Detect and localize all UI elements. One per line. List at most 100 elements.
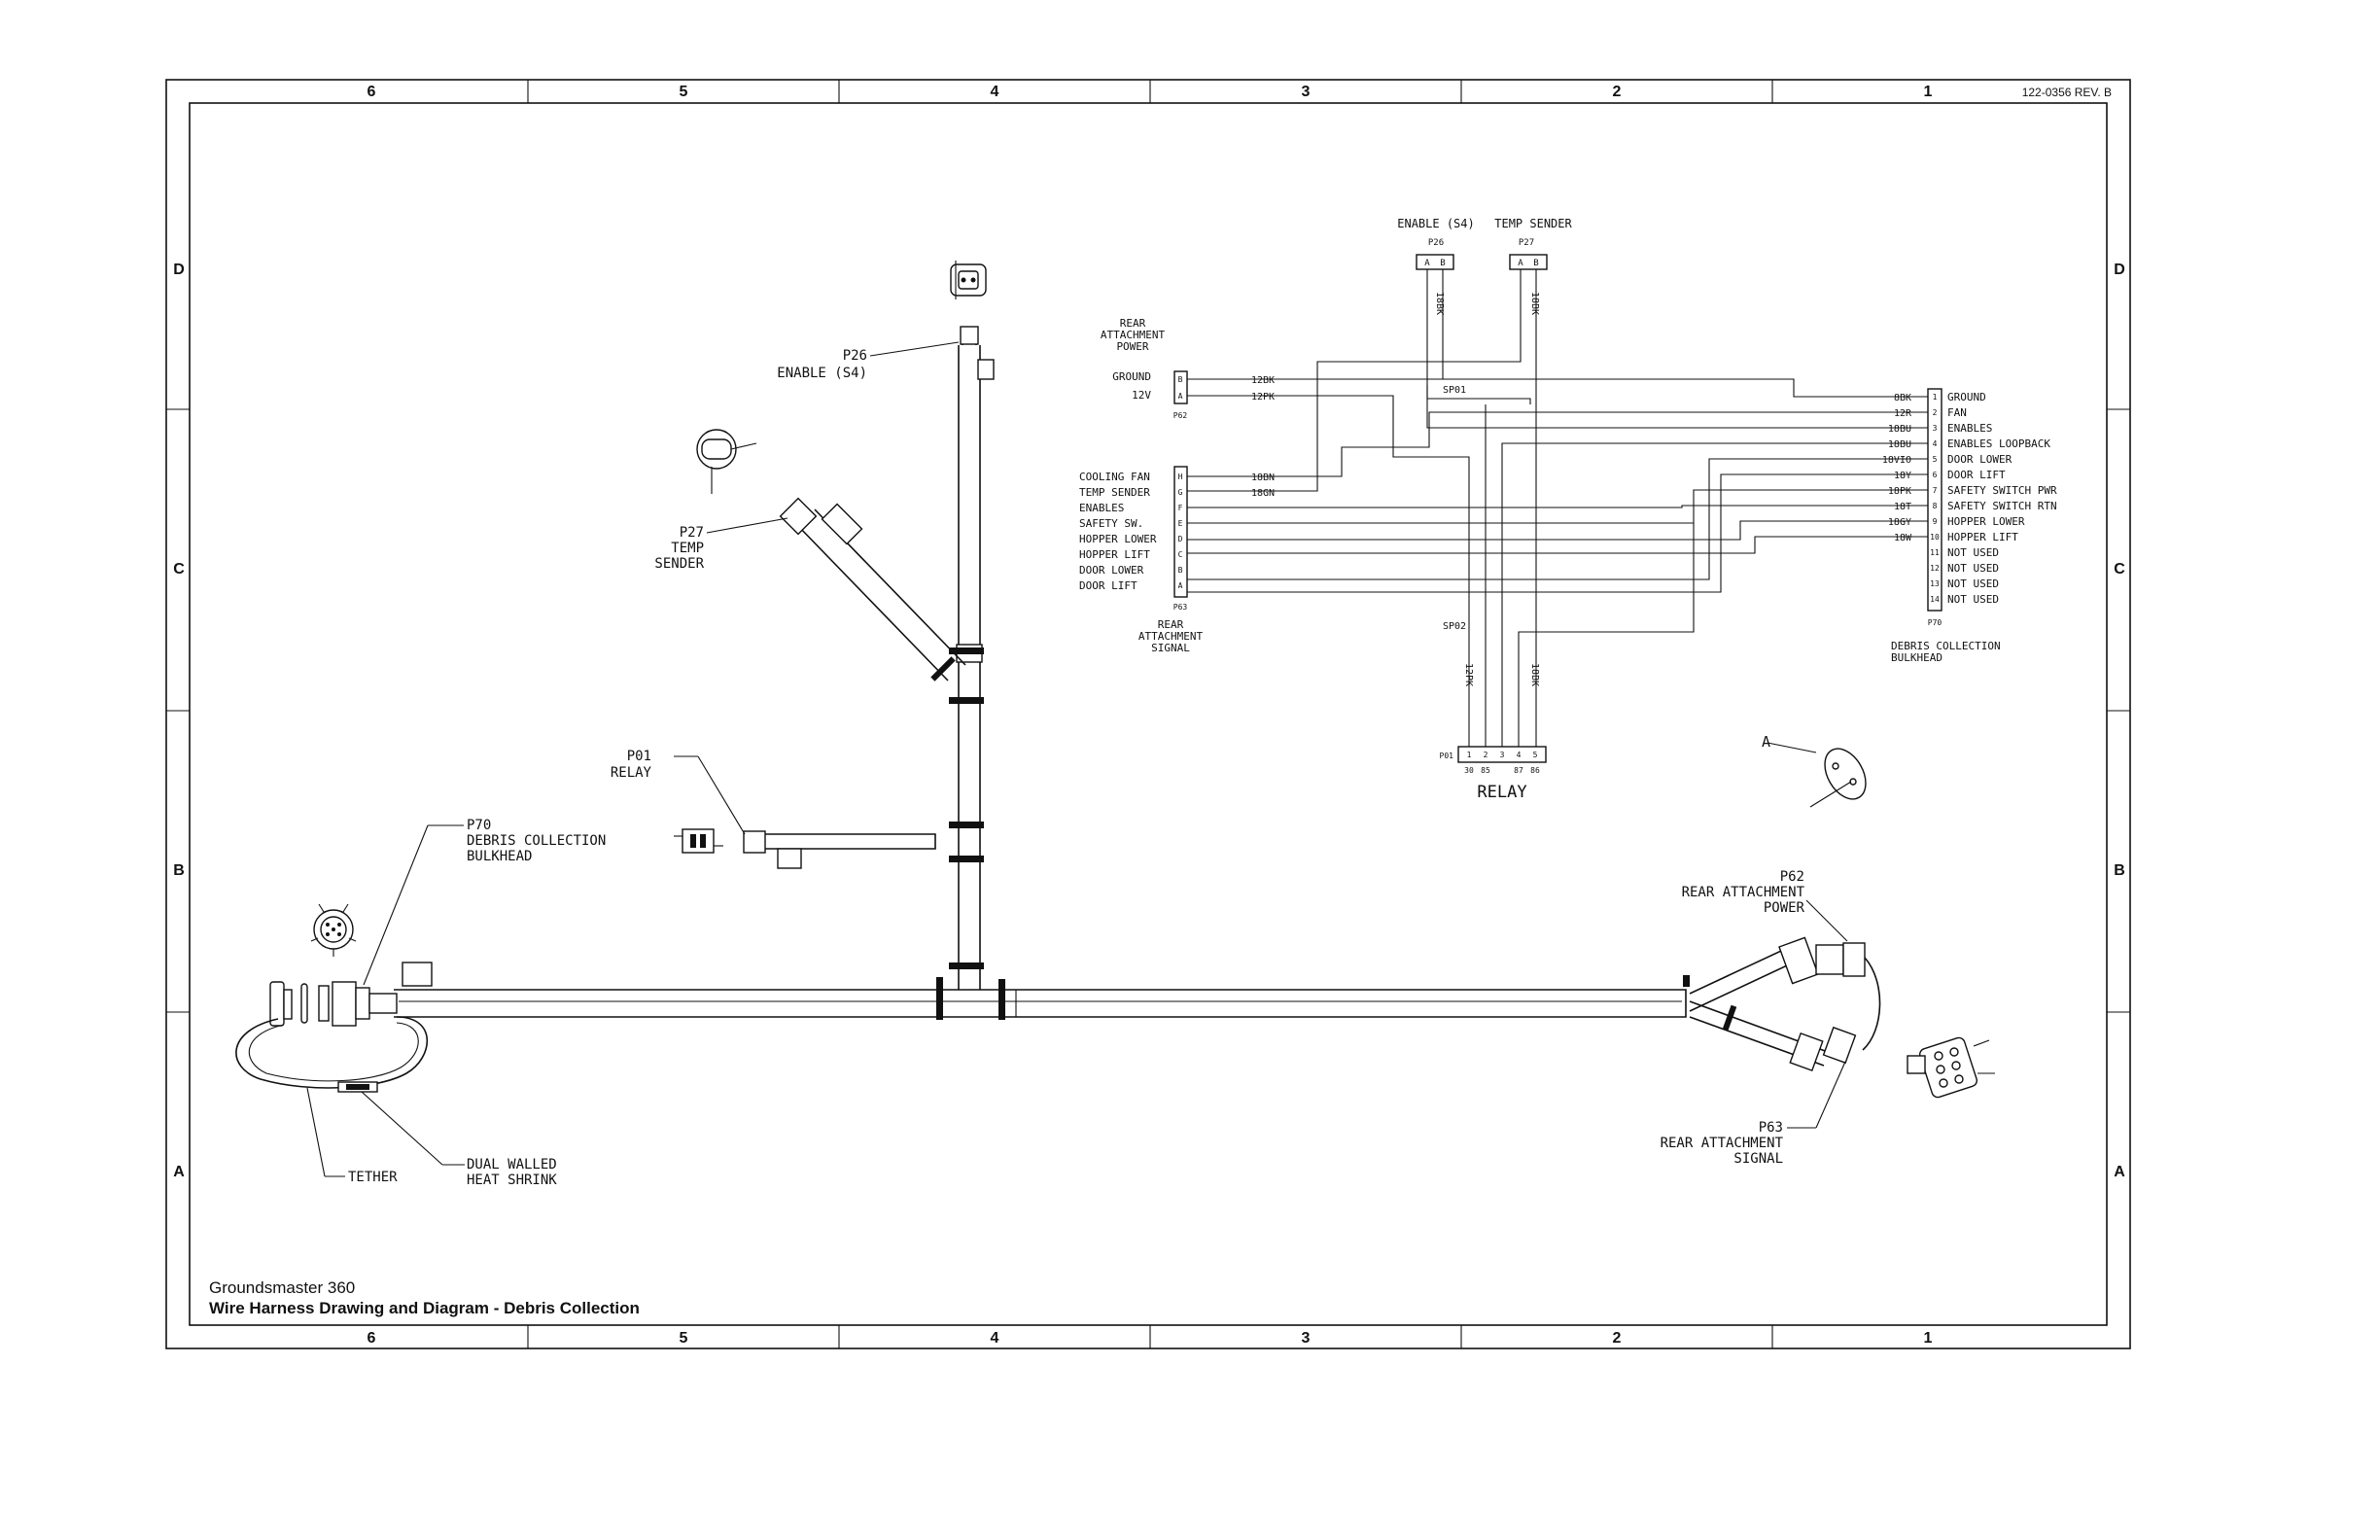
wire-label: 18BN <box>1251 472 1275 483</box>
zone-row-labels: D C B A D C B A <box>173 262 2125 1180</box>
pin-number: 13 <box>1930 579 1940 588</box>
tether-label: TETHER <box>348 1170 398 1185</box>
p70-name-label: BULKHEAD <box>467 849 532 864</box>
wire-label: 18BU <box>1888 424 1911 435</box>
wire-label: 18BK <box>1529 292 1540 315</box>
wire-label: 12BK <box>1251 375 1275 386</box>
pin-number: 10 <box>1930 533 1940 542</box>
zone-row-label: D <box>173 262 185 278</box>
p62-name-label: REAR ATTACHMENT <box>1682 885 1805 900</box>
wire-label: 18W <box>1894 533 1912 543</box>
zone-row-label: B <box>173 862 185 879</box>
tape-wrap-mark <box>1683 975 1690 987</box>
pin-number: A <box>1424 259 1430 268</box>
zone-row-label: D <box>2114 262 2125 278</box>
pin-number: G <box>1178 488 1183 497</box>
p62-id-label: P62 <box>1780 869 1804 885</box>
p62-schematic-id: P62 <box>1173 411 1188 420</box>
zone-col-label: 1 <box>1924 84 1933 100</box>
pin-number: 12 <box>1930 564 1940 573</box>
p62-connector <box>1815 944 1844 975</box>
p70-schematic-id: P70 <box>1928 618 1942 627</box>
zone-col-label: 6 <box>368 1330 376 1347</box>
pin-number: B <box>1533 259 1538 268</box>
heat-shrink-label: HEAT SHRINK <box>467 1172 557 1188</box>
tether-loop <box>235 1016 429 1089</box>
p27-name-label: SENDER <box>654 556 704 572</box>
wiring-schematic: ENABLE (S4) P26 A B 18BK TEMP SENDER P27… <box>1079 217 2057 802</box>
p27-schematic-id: P27 <box>1519 238 1534 248</box>
p70-pin-name: SAFETY SWITCH PWR <box>1947 484 2057 497</box>
p70-schematic-foot: DEBRIS COLLECTION <box>1891 640 2001 652</box>
wire-label: 8BK <box>1894 393 1911 403</box>
p01-id-label: P01 <box>627 749 651 764</box>
p27-schematic-connector <box>1509 254 1548 270</box>
splice-label: SP02 <box>1443 621 1466 632</box>
p01-relay-face-icon <box>674 828 723 854</box>
p63-pin-name: TEMP SENDER <box>1079 486 1150 499</box>
pin-number: C <box>1178 550 1183 559</box>
schematic-wires <box>1187 269 1928 747</box>
pin-number: 1 <box>1933 393 1938 402</box>
pin-number: D <box>1178 535 1183 543</box>
p27-branch <box>796 508 966 682</box>
p70-pin-name: HOPPER LIFT <box>1947 531 2018 543</box>
pin-number: H <box>1178 472 1183 481</box>
pin-number: 4 <box>1933 439 1938 448</box>
pin-number: 3 <box>1933 424 1938 433</box>
pin-number: 3 <box>1500 751 1505 759</box>
harness-drawing: P26 ENABLE (S4) P27 TEMP SENDER P01 RELA… <box>235 261 1995 1188</box>
pin-number: 11 <box>1930 548 1940 557</box>
p70-pin-name: DOOR LIFT <box>1947 469 2006 481</box>
zone-row-label: C <box>173 561 185 578</box>
tape-wrap-mark <box>949 697 984 704</box>
p63-pin-name: DOOR LIFT <box>1079 579 1138 592</box>
p01-relay-connector <box>743 830 766 854</box>
p62-schematic-title: REAR <box>1120 317 1146 330</box>
p27-schematic-label: TEMP SENDER <box>1494 217 1572 230</box>
pin-number: 9 <box>1933 517 1938 526</box>
p63-pin-name: DOOR LOWER <box>1079 564 1144 577</box>
pin-number: 1 <box>1467 751 1472 759</box>
wire-label: 18BK <box>1529 663 1540 686</box>
p63-id-label: P63 <box>1759 1120 1783 1136</box>
p63-schematic-connector <box>1173 466 1188 598</box>
p70-pin-name: HOPPER LOWER <box>1947 515 2025 528</box>
p27-connector <box>779 497 818 536</box>
p26-connector-face-icon <box>950 261 987 299</box>
zone-col-label: 2 <box>1613 1330 1622 1347</box>
p26-id-label: P26 <box>843 348 867 364</box>
pin-number: A <box>1178 392 1183 401</box>
p63-schematic-id: P63 <box>1173 603 1188 612</box>
p63-pin-name: ENABLES <box>1079 502 1124 514</box>
p70-pin-name: FAN <box>1947 406 1967 419</box>
pin-number: A <box>1178 581 1183 590</box>
drawing-border <box>165 79 2131 1349</box>
p62-pin-name: 12V <box>1132 389 1151 402</box>
p63-connector-face-icon <box>1907 1036 1995 1099</box>
tape-wrap-mark <box>949 962 984 969</box>
zone-col-label: 2 <box>1613 84 1622 100</box>
pin-number: E <box>1178 519 1183 528</box>
p70-pin-name: NOT USED <box>1947 593 1999 606</box>
zone-col-label: 1 <box>1924 1330 1933 1347</box>
p70-pin-name: SAFETY SWITCH RTN <box>1947 500 2057 512</box>
relay-terminal-number: 86 <box>1530 766 1540 775</box>
p70-schematic-foot: BULKHEAD <box>1891 651 1942 664</box>
wire-label: 12R <box>1894 408 1912 419</box>
p26-connector <box>960 326 979 345</box>
p27-id-label: P27 <box>680 525 704 541</box>
zone-row-label: A <box>2114 1164 2125 1180</box>
wire-label: 18PK <box>1888 486 1911 497</box>
pin-number: 7 <box>1933 486 1938 495</box>
pin-number: A <box>1518 259 1523 268</box>
wire-label: 18VIO <box>1882 455 1911 466</box>
p63-schematic-foot: REAR <box>1158 618 1184 631</box>
harness-main-trunk <box>394 989 1687 1018</box>
harness-vertical-branch <box>958 345 981 990</box>
p70-bulkhead-connector <box>269 962 433 1027</box>
pin-number: 4 <box>1517 751 1522 759</box>
wire-label: 18BK <box>1434 292 1445 315</box>
zone-col-label: 5 <box>680 84 688 100</box>
